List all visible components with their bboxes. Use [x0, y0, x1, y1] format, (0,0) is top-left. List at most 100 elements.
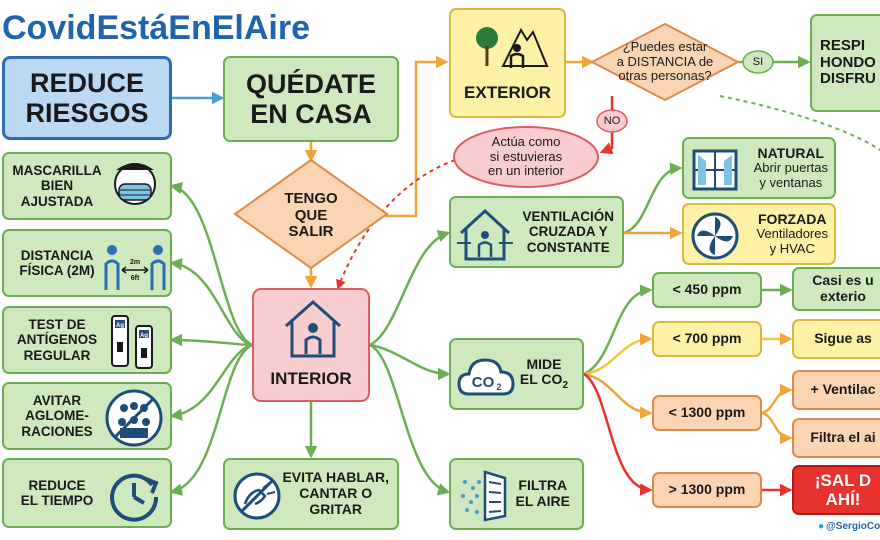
test-text: TEST DE ANTÍGENOS REGULAR	[8, 317, 106, 362]
pregunta-line: ¿Puedes estar	[622, 39, 708, 55]
mascarilla-line: MASCARILLA	[12, 163, 102, 179]
arrow-vent-natural	[623, 162, 683, 235]
quedate-box: QUÉDATE EN CASA	[223, 56, 399, 142]
result-450-line: Casi es u	[812, 272, 874, 289]
test-line: TEST DE	[28, 317, 86, 333]
air-filter-icon	[461, 470, 507, 522]
forzada-box: FORZADA Ventiladores y HVAC	[682, 203, 836, 265]
arrow-mide-gt1300	[583, 372, 653, 496]
no-crowd-icon	[105, 389, 163, 447]
distancia-line: DISTANCIA	[20, 247, 94, 263]
mascarilla-text: MASCARILLA BIEN AJUSTADA	[8, 163, 106, 208]
page-title: CovidEstáEnElAire	[2, 6, 442, 50]
antigen-test-icon: Ag Ag	[111, 315, 153, 369]
arrow-mide-700	[583, 333, 653, 376]
pregunta-diamond	[589, 22, 741, 102]
ag-label: Ag	[116, 323, 124, 329]
distancia-box: DISTANCIA FÍSICA (2M) 2m 6ft	[2, 229, 172, 297]
reduce-riesgos-line: REDUCE	[29, 67, 144, 98]
no-oval	[596, 109, 628, 133]
arrow-int-mide	[369, 343, 451, 381]
sal-box: ¡SAL D AHÍ!	[792, 465, 880, 515]
tengo-line: TENGO	[284, 189, 338, 207]
distance-people-icon: 2m 6ft	[104, 245, 166, 290]
test-line: ANTÍGENOS	[16, 332, 98, 348]
ventilacion-line: CRUZADA Y	[528, 224, 608, 240]
arrow-dashed-right	[719, 95, 880, 151]
ventilacion-line: CONSTANTE	[526, 239, 610, 255]
mide-text: MIDE EL CO2	[520, 356, 568, 392]
result-450-line: exterio	[820, 288, 866, 304]
outdoor-icon	[476, 27, 549, 68]
pregunta-line: otras personas?	[618, 68, 712, 84]
actua-oval	[453, 126, 599, 188]
quedate-line: QUÉDATE	[245, 68, 376, 99]
interior-box: INTERIOR	[252, 288, 370, 402]
ag-label: Ag	[140, 333, 148, 339]
credit-text: @SergioCo	[826, 521, 880, 533]
respira-line: DISFRU	[820, 70, 876, 88]
ppm-gt1300-box: > 1300 ppm	[652, 472, 762, 508]
sal-line: AHÍ!	[825, 490, 861, 509]
pregunta-text: ¿Puedes estar a DISTANCIA de otras perso…	[606, 36, 724, 88]
twitter-bird-icon: ●	[818, 521, 825, 533]
aglomeraciones-box: AVITAR AGLOME- RACIONES	[2, 382, 172, 450]
arrow-mide-1300	[583, 372, 653, 419]
forzada-text: FORZADA Ventiladores y HVAC	[756, 211, 828, 257]
tengo-diamond	[233, 158, 389, 270]
tengo-line: QUE	[294, 206, 328, 224]
mide-sub: 2	[562, 380, 568, 392]
result-450-box: Casi es u exterio	[792, 267, 880, 311]
reduce-tiempo-line: EL TIEMPO	[20, 493, 94, 508]
result-1300b-box: Filtra el ai	[792, 418, 880, 458]
tengo-line: SALIR	[288, 223, 334, 241]
actua-line: si estuvieras	[489, 148, 563, 164]
exterior-box: EXTERIOR	[449, 8, 566, 118]
arrow-int-test	[169, 333, 253, 347]
fan-icon	[691, 212, 739, 260]
arrow-tengo-exterior	[385, 55, 449, 218]
interior-label: INTERIOR	[270, 368, 352, 388]
distancia-line: FÍSICA (2M)	[19, 263, 95, 278]
pregunta-line: a DISTANCIA de	[616, 53, 714, 69]
ppm-450-box: < 450 ppm	[652, 272, 762, 308]
clock-icon	[110, 473, 159, 522]
distancia-text: DISTANCIA FÍSICA (2M)	[8, 248, 106, 278]
mide-line-co2: EL CO2	[520, 372, 568, 392]
aglomeraciones-text: AVITAR AGLOME- RACIONES	[8, 393, 106, 438]
evita-line: CANTAR O	[299, 485, 373, 502]
aglomeraciones-line: RACIONES	[21, 423, 93, 439]
result-1300a-box: + Ventilac	[792, 370, 880, 410]
ppm-700-box: < 700 ppm	[652, 321, 762, 357]
arrow-int-avitar	[169, 343, 253, 421]
test-line: REGULAR	[23, 347, 91, 363]
evita-text: EVITA HABLAR, CANTAR O GRITAR	[282, 470, 389, 517]
tengo-text: TENGO QUE SALIR	[255, 184, 367, 248]
evita-box: EVITA HABLAR, CANTAR O GRITAR	[223, 458, 399, 530]
co2-icon-sub: 2	[496, 382, 501, 392]
arrow-int-distancia	[169, 257, 253, 347]
dist-2m: 2m	[130, 259, 140, 266]
arrow-1300-res-b	[761, 411, 793, 445]
natural-line: Abrir puertas	[753, 160, 828, 176]
ppm-1300-box: < 1300 ppm	[652, 395, 762, 431]
si-oval	[742, 50, 774, 74]
co2-cloud-icon: CO 2	[457, 358, 515, 396]
no-label: NO	[603, 114, 621, 127]
mascarilla-line: AJUSTADA	[20, 193, 94, 209]
mascarilla-box: MASCARILLA BIEN AJUSTADA	[2, 152, 172, 220]
mask-face-icon	[114, 163, 156, 205]
natural-title: NATURAL	[757, 144, 825, 161]
sal-line: ¡SAL D	[814, 470, 872, 490]
actua-line: Actúa como	[491, 134, 561, 150]
exterior-label: EXTERIOR	[464, 82, 551, 102]
respira-line: RESPI	[820, 36, 866, 54]
evita-line: EVITA HABLAR,	[282, 469, 389, 486]
filtra-line: EL AIRE	[515, 493, 570, 509]
forzada-line: Ventiladores	[756, 226, 828, 242]
arrow-1300-res-a	[761, 383, 793, 415]
test-box: TEST DE ANTÍGENOS REGULAR Ag Ag	[2, 306, 172, 374]
window-icon	[692, 149, 738, 191]
forzada-line: y HVAC	[769, 240, 815, 256]
